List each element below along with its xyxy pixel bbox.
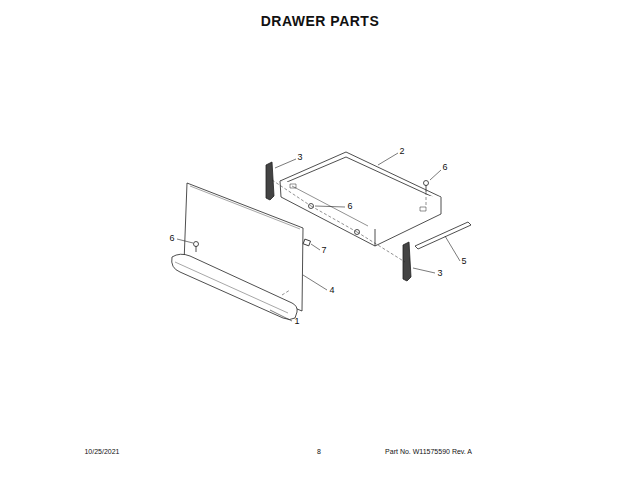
callout-number: 7 bbox=[321, 246, 326, 256]
part-number: Part No. W11575590 Rev. A bbox=[385, 448, 472, 456]
callout-number: 3 bbox=[297, 153, 302, 163]
callout-number: 4 bbox=[329, 286, 334, 296]
drawer-rail bbox=[415, 222, 471, 249]
callout-number: 1 bbox=[294, 317, 299, 327]
callout-number: 6 bbox=[347, 202, 352, 212]
callout-number: 6 bbox=[442, 163, 447, 173]
callout-number: 3 bbox=[437, 269, 442, 279]
callout-number: 6 bbox=[169, 234, 174, 244]
page-title: DRAWER PARTS bbox=[261, 14, 380, 29]
drawer-handle bbox=[172, 254, 297, 319]
callout-number: 5 bbox=[461, 257, 466, 267]
page-number: 8 bbox=[317, 448, 321, 456]
footer-date: 10/25/2021 bbox=[84, 448, 119, 456]
callout-number: 2 bbox=[399, 147, 404, 157]
drawer-bracket bbox=[266, 162, 274, 200]
